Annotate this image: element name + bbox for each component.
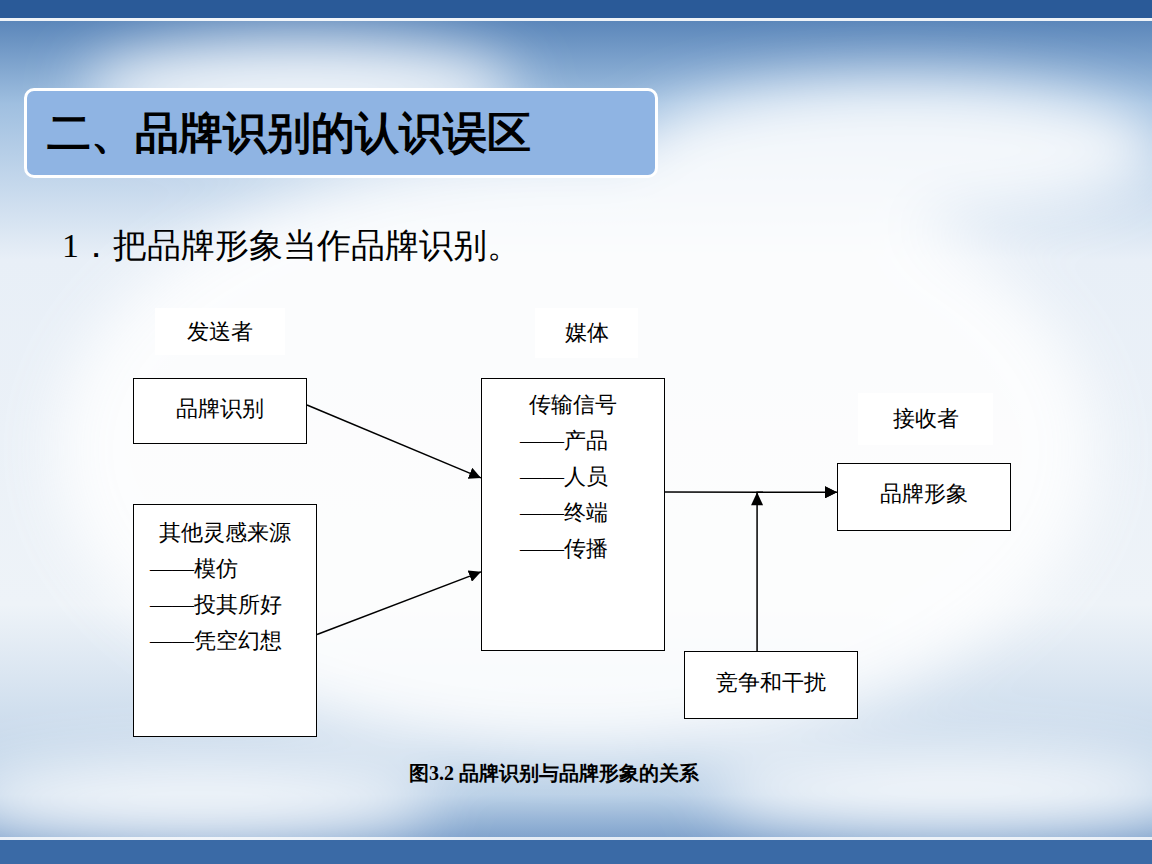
caption: 图3.2 品牌识别与品牌形象的关系	[409, 762, 699, 784]
node-item: ——凭空幻想	[144, 623, 306, 659]
connector-arrow	[317, 572, 481, 635]
role-label: 媒体	[535, 308, 638, 358]
title-banner: 二、品牌识别的认识误区	[24, 88, 658, 178]
junction-head	[751, 492, 763, 505]
caption-line: 图3.2 品牌识别与品牌形象的关系	[0, 758, 1152, 788]
subheading: 1．把品牌形象当作品牌识别。	[62, 222, 521, 270]
node-heading: 品牌识别	[144, 391, 296, 427]
connector-arrow	[665, 492, 837, 493]
receiver-box: 品牌形象	[837, 463, 1011, 531]
source-box: 其他灵感来源——模仿——投其所好——凭空幻想	[133, 504, 317, 737]
node-heading: 竞争和干扰	[695, 665, 847, 701]
media-box: 传输信号——产品——人员——终端——传播	[481, 378, 665, 651]
connector-line	[757, 492, 837, 651]
connector-arrow	[307, 405, 481, 478]
connector-line	[317, 572, 481, 635]
node-item: ——传播	[492, 531, 654, 567]
connector-line	[665, 491, 837, 493]
node-item: ——人员	[492, 459, 654, 495]
node-item: ——投其所好	[144, 587, 306, 623]
role-label: 发送者	[155, 308, 285, 355]
noise-box: 竞争和干扰	[684, 651, 858, 719]
sender-box: 品牌识别	[133, 378, 307, 444]
node-heading: 传输信号	[492, 387, 654, 423]
title: 二、品牌识别的认识误区	[27, 91, 655, 175]
node-item: ——模仿	[144, 551, 306, 587]
node-heading: 品牌形象	[848, 476, 1000, 512]
node-heading: 其他灵感来源	[144, 515, 306, 551]
node-item: ——产品	[492, 423, 654, 459]
node-item: ——终端	[492, 495, 654, 531]
connector-line	[307, 405, 481, 478]
connector-arrow	[751, 492, 837, 651]
role-label: 接收者	[858, 393, 993, 445]
